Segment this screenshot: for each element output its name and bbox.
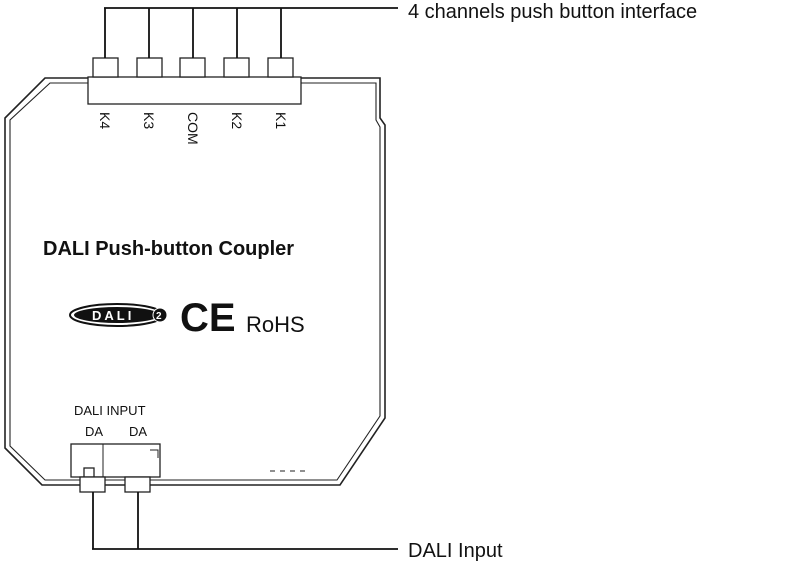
dali-logo-badge: 2 — [156, 311, 162, 322]
terminal-label-com: COM — [185, 112, 201, 145]
top-wires — [104, 7, 398, 58]
top-callout-label: 4 channels push button interface — [408, 1, 697, 23]
dali2-logo: DALI 2 — [69, 303, 168, 327]
top-terminal-pins — [92, 57, 294, 78]
bottom-terminal-block — [70, 443, 161, 493]
device-inner-edge — [9, 82, 381, 481]
ce-mark: CE — [180, 296, 236, 340]
terminal-label-k1: K1 — [273, 112, 289, 129]
dali-input-header: DALI INPUT — [74, 403, 146, 418]
input-da-right: DA — [129, 424, 147, 439]
rohs-label: RoHS — [246, 312, 305, 337]
top-terminal-block — [87, 76, 302, 105]
terminal-label-k2: K2 — [229, 112, 245, 129]
device-title: DALI Push-button Coupler — [43, 238, 294, 260]
terminal-label-k3: K3 — [141, 112, 157, 129]
bottom-callout-label: DALI Input — [408, 540, 503, 562]
dali-logo-text: DALI — [92, 308, 134, 323]
device-body — [4, 77, 386, 486]
bottom-wires — [92, 492, 398, 550]
input-da-left: DA — [85, 424, 103, 439]
terminal-label-k4: K4 — [97, 112, 113, 129]
